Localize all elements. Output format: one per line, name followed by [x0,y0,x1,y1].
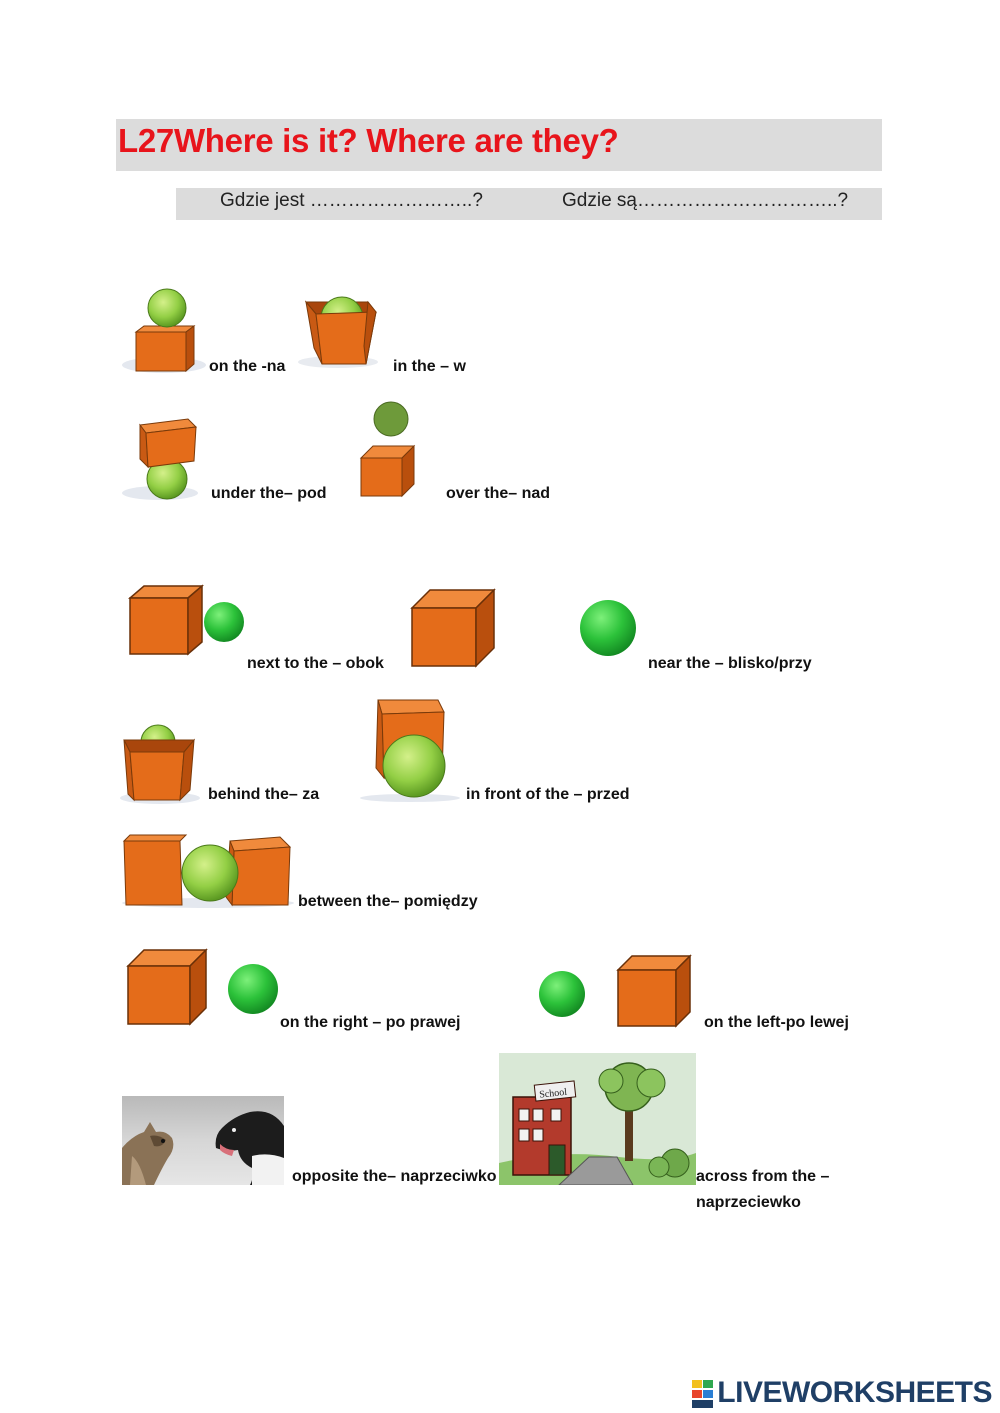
label-under: under the– pod [211,485,327,502]
label-across-line2: naprzeciewko [696,1194,801,1211]
cat-and-dog-photo [122,1096,284,1185]
prompt-plural: Gdzie są…………………………..? [562,190,849,211]
label-across-line1: across from the – [696,1168,830,1185]
ball-behind-box-illustration [120,724,200,804]
school-across-illustration: School [499,1053,696,1185]
prompt-singular: Gdzie jest ……………………..? [220,190,483,211]
box-on-ball-illustration [122,418,198,500]
liveworksheets-brand: LIVEWORKSHEETS [717,1376,992,1409]
label-between: between the– pomiędzy [298,893,478,910]
label-right: on the right – po prawej [280,1014,461,1031]
label-left: on the left-po lewej [704,1014,849,1031]
liveworksheets-mark-icon [692,1380,714,1409]
label-near: near the – blisko/przy [648,655,812,672]
label-over: over the– nad [446,485,551,502]
ball-between-boxes-illustration [122,834,294,908]
title-bar [116,119,882,171]
label-behind: behind the– za [208,786,320,803]
school-sign: School [539,1087,568,1101]
worksheet-title: L27Where is it? Where are they? [118,122,619,159]
label-next-to: next to the – obok [247,655,384,672]
label-opposite: opposite the– naprzeciwko [292,1168,497,1185]
label-in: in the – w [393,358,466,375]
ball-on-right-illustration [126,948,278,1026]
ball-on-box-illustration [122,288,206,373]
ball-in-front-of-box-illustration [360,699,460,802]
prompt-bar [176,188,882,220]
ball-on-left-illustration [539,954,692,1028]
label-in-front: in front of the – przed [466,786,630,803]
ball-in-box-illustration [298,296,378,368]
box-near-illustration [410,588,496,668]
liveworksheets-logo: LIVEWORKSHEETS [692,1376,992,1410]
ball-next-to-box-illustration [127,584,244,656]
ball-near-illustration [580,600,636,656]
label-on: on the -na [209,358,286,375]
ball-over-box-illustration [359,401,416,498]
